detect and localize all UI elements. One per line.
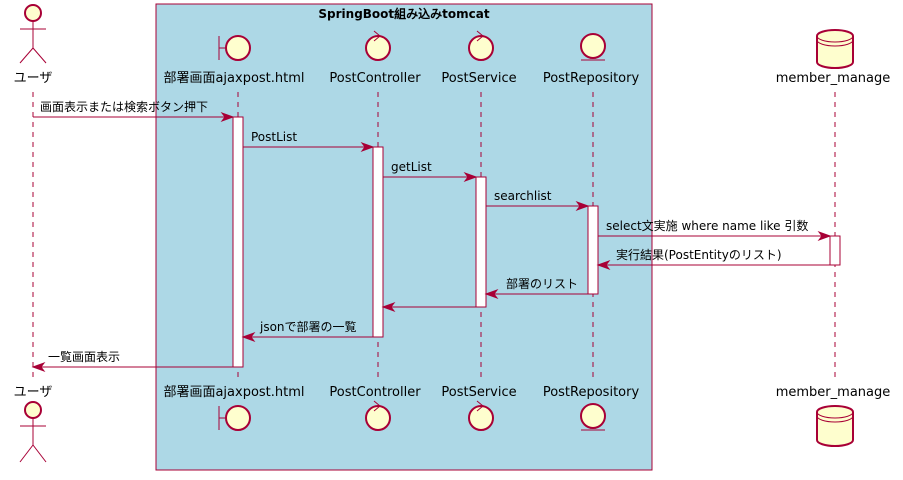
participant-user-bottom-label: ユーザ [14, 385, 53, 400]
message-2-label: PostList [251, 130, 297, 144]
participant-db-bottom-label: member_manage [776, 385, 891, 400]
message-6-label: 実行結果(PostEntityのリスト) [616, 247, 782, 262]
message-6 [596, 259, 830, 271]
entity-repository-top-icon [580, 33, 606, 61]
participant-user-top-label: ユーザ [14, 71, 53, 86]
message-1-label: 画面表示または検索ボタン押下 [40, 100, 208, 114]
participant-page-top-label: 部署画面ajaxpost.html [163, 71, 304, 86]
participant-repository-bottom-label: PostRepository [543, 385, 640, 400]
message-10-label: 一覧画面表示 [48, 350, 120, 364]
participant-service-top-label: PostService [441, 71, 516, 86]
message-5 [598, 230, 832, 242]
participant-service-bottom-label: PostService [441, 385, 516, 400]
boundary-page-top-icon [218, 35, 251, 61]
message-7-label: 部署のリスト [506, 276, 578, 291]
message-9-label: jsonで部署の一覧 [259, 319, 357, 334]
participant-db-top-label: member_manage [776, 71, 891, 86]
participant-repository-top-label: PostRepository [543, 71, 640, 86]
activation-repository [587, 205, 599, 295]
message-4-label: searchlist [494, 189, 552, 203]
activation-controller [372, 146, 384, 338]
actor-user-bottom-icon [19, 401, 47, 463]
participant-page-bottom-label: 部署画面ajaxpost.html [163, 385, 304, 400]
message-10 [31, 361, 233, 373]
participant-controller-top-label: PostController [329, 71, 421, 86]
participant-controller-bottom-label: PostController [329, 385, 421, 400]
message-3 [383, 171, 478, 183]
activation-service [475, 176, 487, 308]
database-db-bottom-icon [816, 405, 854, 447]
activation-db [829, 235, 841, 266]
message-3-label: getList [391, 160, 432, 174]
control-controller-top-icon [365, 30, 391, 61]
system-box-title: SpringBoot組み込みtomcat [318, 6, 489, 21]
message-7 [484, 288, 588, 300]
database-db-top-icon [816, 29, 854, 69]
boundary-page-bottom-icon [218, 405, 251, 431]
message-5-label: select文実施 where name like 引数 [606, 218, 808, 233]
entity-repository-bottom-icon [580, 403, 606, 431]
message-8 [381, 301, 476, 313]
message-9 [241, 331, 373, 343]
control-service-top-icon [468, 30, 494, 61]
actor-user-top-icon [19, 4, 47, 64]
message-2 [243, 141, 375, 153]
control-controller-bottom-icon [365, 400, 391, 431]
message-4 [486, 200, 590, 212]
control-service-bottom-icon [468, 400, 494, 431]
activation-page [232, 116, 244, 368]
message-1 [33, 111, 235, 123]
